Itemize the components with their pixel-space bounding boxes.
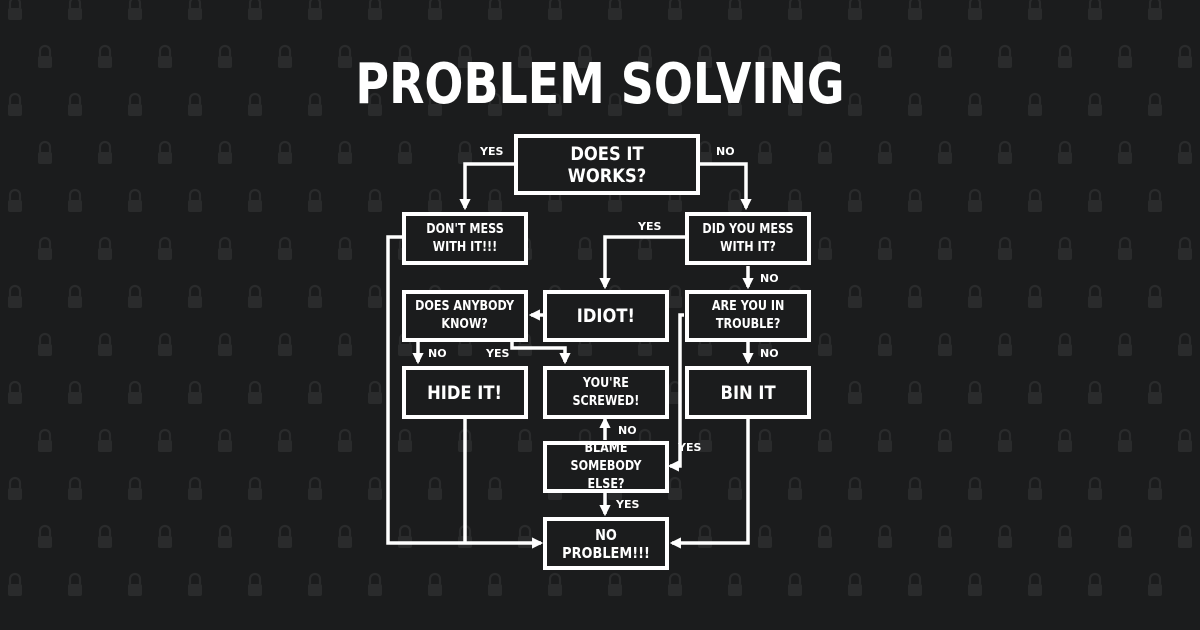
label-know-no: NO — [428, 347, 447, 360]
label-trouble-yes: YES — [678, 441, 702, 454]
label-mess-yes: YES — [638, 220, 662, 233]
label-blame-no: NO — [618, 424, 637, 437]
label-know-yes: YES — [486, 347, 510, 360]
node-does-anybody-know: DOES ANYBODY KNOW? — [402, 290, 528, 342]
node-are-you-in-trouble: ARE YOU IN TROUBLE? — [685, 290, 811, 342]
edge-works-yes — [459, 162, 514, 211]
node-blame-somebody-else: BLAME SOMEBODY ELSE? — [543, 441, 669, 493]
edge-bin-to-noproblem — [669, 418, 750, 549]
node-youre-screwed: YOU'RE SCREWED! — [543, 366, 669, 419]
label-works-yes: YES — [480, 145, 504, 158]
label-blame-yes: YES — [616, 498, 640, 511]
page-title: PROBLEM SOLVING — [355, 52, 845, 117]
node-dont-mess-with-it: DON'T MESS WITH IT!!! — [402, 212, 528, 265]
node-did-you-mess: DID YOU MESS WITH IT? — [685, 212, 811, 265]
label-mess-no: NO — [760, 272, 779, 285]
node-no-problem: NO PROBLEM!!! — [543, 517, 669, 570]
node-does-it-work: DOES IT WORKS? — [514, 134, 700, 195]
label-works-no: NO — [716, 145, 735, 158]
node-hide-it: HIDE IT! — [402, 366, 528, 419]
edge-trouble-yes — [667, 313, 684, 472]
node-bin-it: BIN IT — [685, 366, 811, 419]
node-idiot: IDIOT! — [543, 290, 669, 342]
label-trouble-no: NO — [760, 347, 779, 360]
edge-know-yes — [510, 340, 571, 365]
edge-mess-yes — [599, 235, 685, 290]
edge-works-no — [700, 162, 752, 211]
